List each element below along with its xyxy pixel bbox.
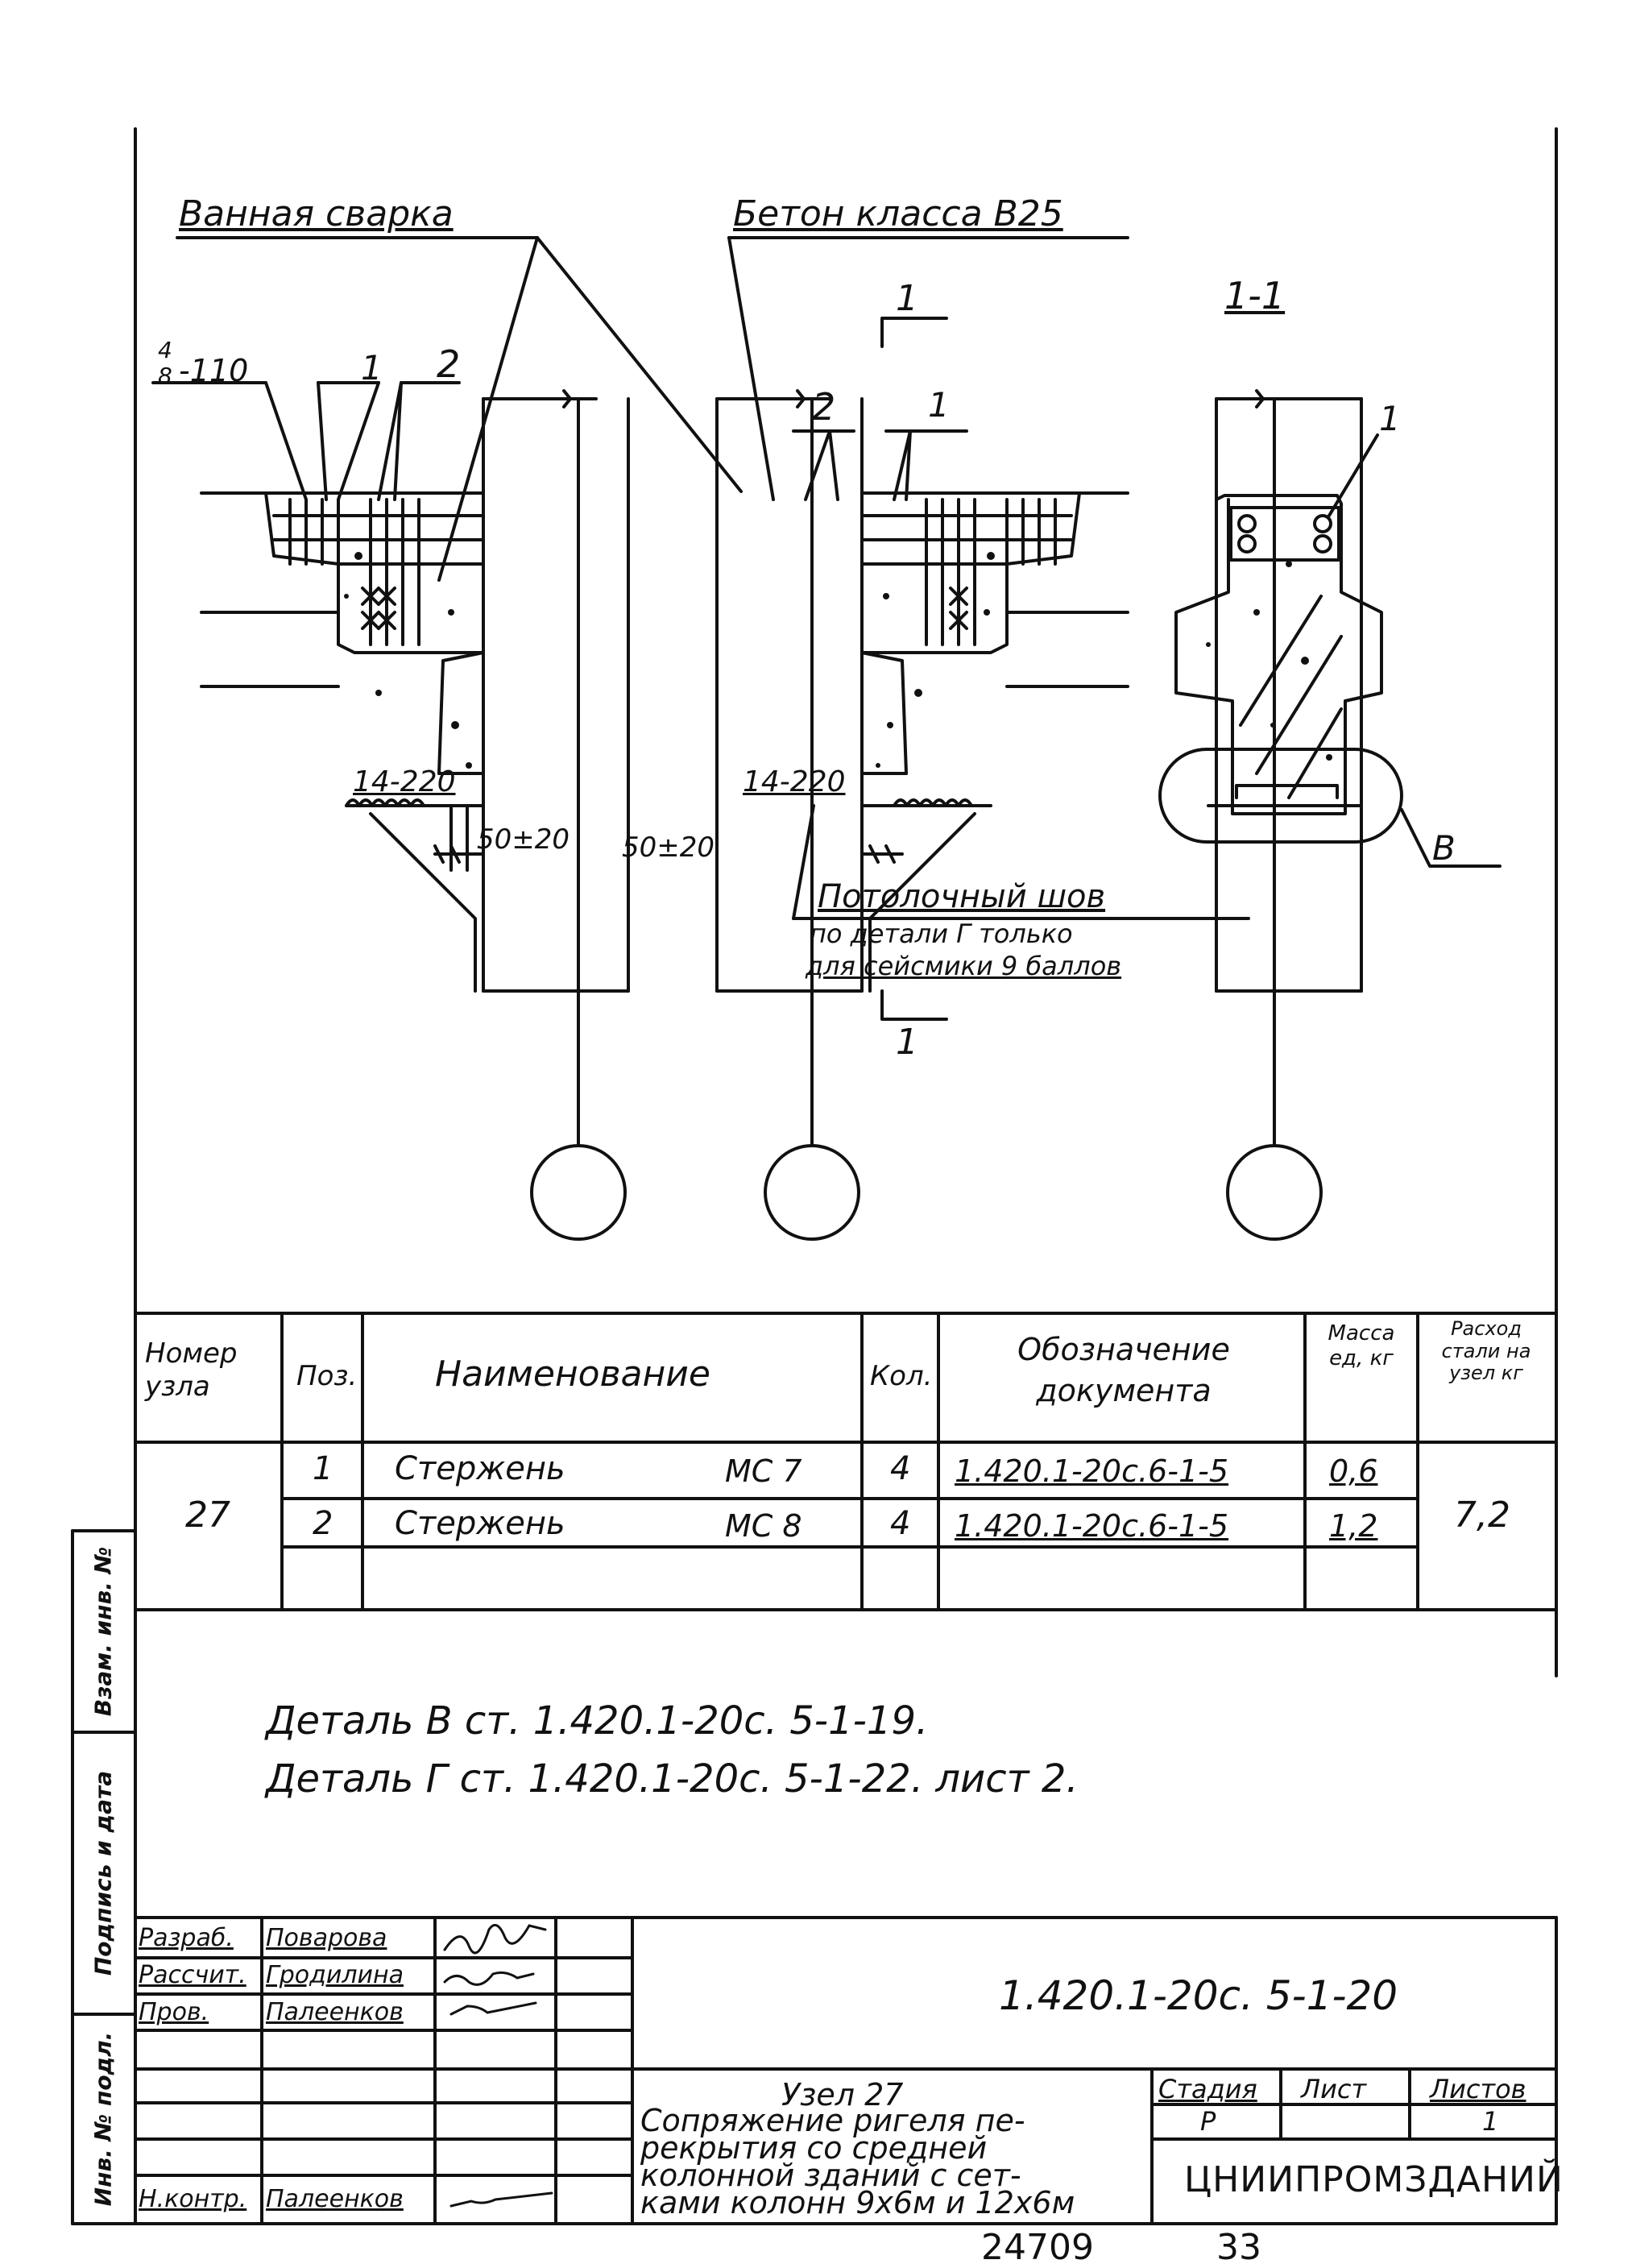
row1-pos: 1 <box>313 1450 333 1487</box>
archive-number: 24709 <box>981 2227 1094 2268</box>
table-header-steel: Расход стали на узел кг <box>1441 1317 1531 1385</box>
section-mark-top: 1 <box>896 278 918 319</box>
weld-spec-left-value: -110 <box>179 353 249 388</box>
row1-name: Стержень <box>395 1450 565 1487</box>
table-header-mass: Масса ед, кг <box>1328 1321 1395 1371</box>
role-name-1: Гродилина <box>266 1961 404 1989</box>
concrete-class-callout: Бетон класса В25 <box>733 193 1063 234</box>
row1-qty: 4 <box>890 1450 911 1487</box>
position-1-right-label: 1 <box>928 385 950 425</box>
role-name-2: Палеенков <box>266 1998 404 2026</box>
table-header-qty: Кол. <box>870 1360 933 1392</box>
title-line-1: Узел 27 <box>781 2077 904 2113</box>
dimension-right: 50±20 <box>622 831 715 864</box>
position-2-left-label: 2 <box>437 342 461 386</box>
weld-14-220-left: 14-220 <box>353 765 456 798</box>
dimension-left: 50±20 <box>477 823 570 856</box>
table-header-name: Наименование <box>435 1354 710 1395</box>
position-2-right-label: 2 <box>812 385 836 429</box>
organization-name: ЦНИИПРОМЗДАНИЙ <box>1184 2159 1564 2200</box>
title-line-5: ками колонн 9х6м и 12х6м <box>640 2185 1075 2220</box>
sheet-label: Лист <box>1301 2074 1367 2104</box>
section-mark-bottom: 1 <box>896 1022 918 1063</box>
row2-doc: 1.420.1-20с.6-1-5 <box>955 1508 1229 1544</box>
bath-welding-callout: Ванная сварка <box>179 193 454 234</box>
row2-mark: МС 8 <box>725 1508 802 1544</box>
stage-label: Стадия <box>1158 2074 1257 2104</box>
weld-spec-left-denominator: 8 <box>158 363 172 389</box>
row1-mark: МС 7 <box>725 1453 802 1489</box>
table-header-pos: Поз. <box>296 1360 358 1392</box>
document-code: 1.420.1-20с. 5-1-20 <box>999 1972 1398 2019</box>
row2-name: Стержень <box>395 1505 565 1542</box>
stage-value: Р <box>1200 2106 1216 2137</box>
role-2: Пров. <box>139 1998 209 2026</box>
section-title: 1-1 <box>1224 274 1286 317</box>
ceiling-seam-note-line1: Потолочный шов <box>818 878 1106 915</box>
role-name-7: Палеенков <box>266 2185 404 2213</box>
page-number: 33 <box>1216 2227 1261 2268</box>
title-line-2: Сопряжение ригеля пе- <box>640 2103 1025 2138</box>
row2-pos: 2 <box>313 1505 333 1542</box>
row2-qty: 4 <box>890 1505 911 1542</box>
role-7: Н.контр. <box>139 2185 247 2213</box>
row2-mass: 1,2 <box>1329 1508 1378 1544</box>
title-line-4: колонной зданий с сет- <box>640 2158 1021 2193</box>
ceiling-seam-note-line2: по детали Г только <box>810 918 1073 949</box>
position-1-section-label: 1 <box>1379 399 1401 438</box>
title-line-3: рекрытия со средней <box>640 2130 988 2166</box>
position-1-left-label: 1 <box>361 348 383 388</box>
table-header-doc: Обозначение документа <box>1017 1332 1230 1409</box>
role-1: Рассчит. <box>139 1961 246 1989</box>
weld-spec-left-numerator: 4 <box>158 337 172 363</box>
table-node-number: 27 <box>185 1495 230 1536</box>
role-name-0: Поварова <box>266 1924 387 1952</box>
detail-b-label: В <box>1432 828 1456 868</box>
note-line-2: Деталь Г ст. 1.420.1-20с. 5-1-22. лист 2… <box>266 1756 1079 1802</box>
sheets-value: 1 <box>1482 2106 1499 2137</box>
note-line-1: Деталь В ст. 1.420.1-20с. 5-1-19. <box>266 1698 929 1743</box>
role-0: Разраб. <box>139 1924 234 1952</box>
row1-doc: 1.420.1-20с.6-1-5 <box>955 1453 1229 1489</box>
row1-mass: 0,6 <box>1329 1453 1378 1489</box>
weld-14-220-right: 14-220 <box>743 765 846 798</box>
ceiling-seam-note-line3: для сейсмики 9 баллов <box>806 951 1122 981</box>
table-header-node-no: Номер узла <box>145 1337 238 1403</box>
sheets-label: Листов <box>1430 2074 1526 2104</box>
table-steel-total: 7,2 <box>1454 1495 1510 1536</box>
